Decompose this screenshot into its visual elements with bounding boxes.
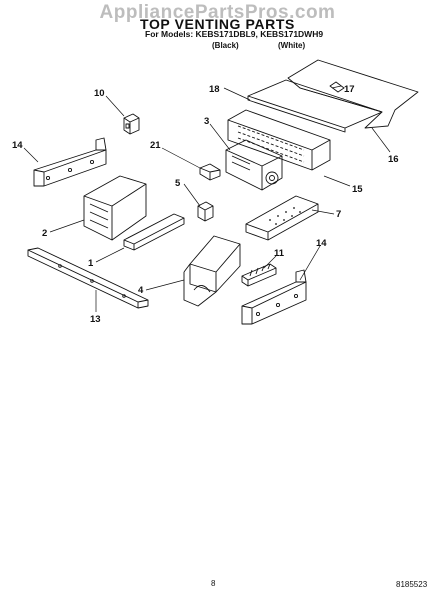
callout-1: 1 [88, 258, 94, 269]
part-4-deflector [183, 235, 241, 307]
color-white-label: (White) [278, 41, 306, 50]
callout-3: 3 [204, 116, 209, 127]
callout-11: 11 [274, 248, 285, 259]
callout-5: 5 [175, 178, 181, 189]
part-5-switch [197, 201, 214, 222]
part-2-vent-housing [83, 175, 147, 241]
callout-14-upper: 14 [12, 140, 23, 151]
callout-7: 7 [336, 209, 341, 220]
part-18-top-plate [247, 79, 383, 133]
color-black-label: (Black) [212, 41, 239, 50]
part-14-bracket-left [33, 137, 107, 187]
callout-2: 2 [42, 228, 47, 239]
callout-21: 21 [150, 140, 161, 151]
callout-13: 13 [90, 314, 101, 325]
callout-17: 17 [344, 84, 355, 95]
part-13-rail [27, 247, 149, 309]
part-10-switch [123, 113, 140, 135]
leader-lines [23, 85, 391, 312]
part-15-vent-duct [227, 109, 331, 171]
part-16-vent-cover [287, 59, 419, 129]
callout-16: 16 [388, 154, 399, 165]
part-11-terminal [241, 263, 277, 287]
models-line: For Models: KEBS171DBL9, KEBS171DWH9 [145, 29, 324, 39]
watermark-text: AppliancePartsPros.com [99, 2, 336, 23]
callout-15: 15 [352, 184, 363, 195]
page-number: 8 [211, 579, 216, 588]
part-7-tray [245, 195, 319, 241]
part-21-fuse [199, 163, 221, 181]
callout-4: 4 [138, 285, 144, 296]
document-id: 8185523 [396, 580, 428, 589]
part-3-blower-motor [225, 139, 283, 191]
callout-18: 18 [209, 84, 220, 95]
callout-labels: 10 18 17 14 3 16 21 5 15 2 7 1 11 14 4 1… [12, 84, 399, 325]
callout-14-lower: 14 [316, 238, 327, 249]
part-1-channel [123, 213, 185, 251]
part-14-bracket-right [241, 269, 307, 325]
diagram-title: TOP VENTING PARTS [140, 16, 295, 32]
callout-10: 10 [94, 88, 105, 99]
